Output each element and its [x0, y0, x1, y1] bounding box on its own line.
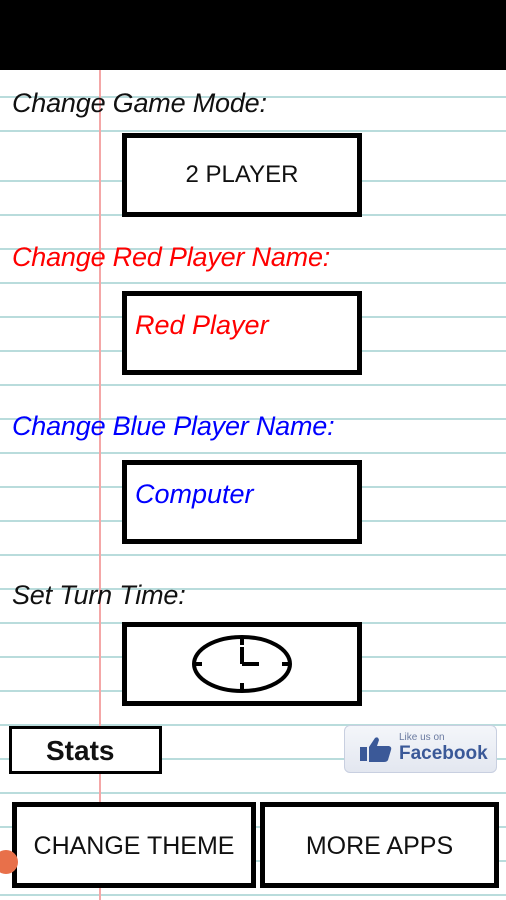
- stats-button[interactable]: Stats: [9, 726, 162, 774]
- game-mode-button[interactable]: 2 PLAYER: [122, 133, 362, 217]
- turn-time-label: Set Turn Time:: [12, 580, 186, 610]
- turn-time-button[interactable]: [122, 622, 362, 706]
- game-mode-value: 2 PLAYER: [185, 161, 299, 188]
- clock-icon: [192, 635, 292, 693]
- red-player-name-field[interactable]: Red Player: [122, 291, 362, 375]
- more-apps-label: MORE APPS: [305, 832, 454, 860]
- floating-widget-icon[interactable]: [0, 850, 18, 874]
- facebook-like-button[interactable]: Like us on Facebook: [344, 725, 497, 773]
- stats-label: Stats: [46, 735, 115, 766]
- blue-player-name-label: Change Blue Player Name:: [12, 411, 335, 441]
- blue-player-name-value: Computer: [135, 479, 254, 509]
- change-theme-button[interactable]: CHANGE THEME: [12, 802, 256, 888]
- blue-player-name-field[interactable]: Computer: [122, 460, 362, 544]
- facebook-brand-text: Facebook: [399, 743, 488, 764]
- change-theme-label: CHANGE THEME: [33, 832, 235, 860]
- red-player-name-value: Red Player: [135, 310, 269, 340]
- red-player-name-label: Change Red Player Name:: [12, 242, 331, 272]
- status-bar: [0, 0, 506, 70]
- game-mode-label: Change Game Mode:: [12, 88, 267, 118]
- facebook-like-us-text: Like us on: [399, 732, 445, 743]
- thumbs-up-icon: [360, 737, 392, 762]
- more-apps-button[interactable]: MORE APPS: [260, 802, 499, 888]
